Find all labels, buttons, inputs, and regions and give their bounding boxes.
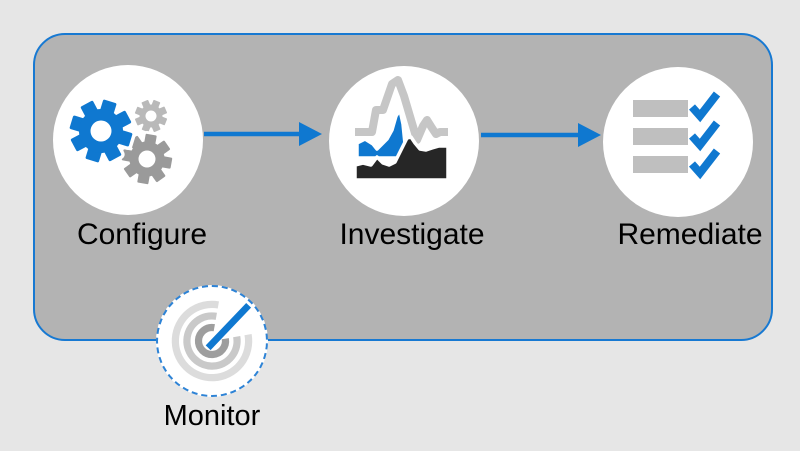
monitor-label: Monitor [163,400,261,432]
configure-label: Configure [76,218,208,251]
remediate-label: Remediate [617,218,763,251]
configure-step-circle [53,65,203,215]
checklist-icon [633,91,721,180]
investigate-label: Investigate [339,218,485,251]
monitor-circle [156,285,268,397]
radar-gauge-icon [171,300,253,382]
gears-icon [53,65,203,215]
area-chart-icon [353,73,450,182]
remediate-step-circle [603,67,753,217]
investigate-step-circle [329,66,479,216]
